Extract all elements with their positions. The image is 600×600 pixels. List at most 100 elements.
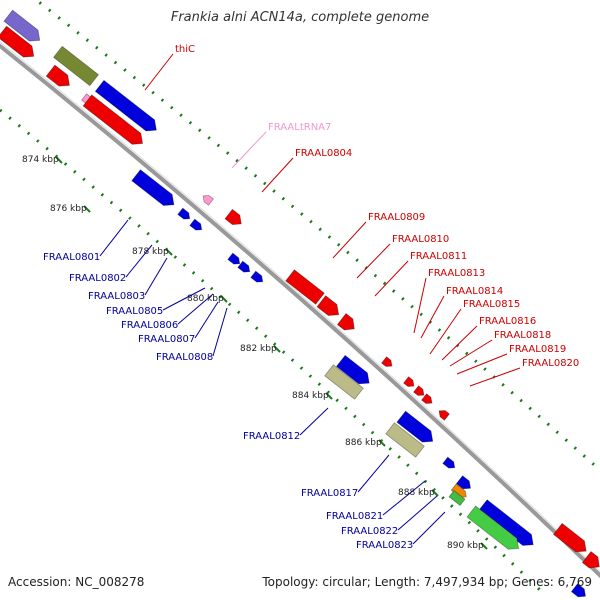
gene-blue-right-2 xyxy=(455,475,471,490)
gene-olive-0812-shape xyxy=(324,364,364,400)
tick-label-0: 874 kbp xyxy=(22,155,59,165)
reverse-label-1: FRAAL0802 xyxy=(69,273,126,284)
reverse-leader-8 xyxy=(357,454,390,493)
forward-leader-5 xyxy=(374,260,409,297)
gene-purple-top xyxy=(3,9,41,42)
forward-leader-2 xyxy=(261,157,294,193)
accession-label: Accession: NC_008278 xyxy=(8,575,145,589)
tick-label-3: 880 kbp xyxy=(187,294,224,304)
forward-label-4: FRAAL0810 xyxy=(392,234,449,245)
gene-blue-0808 xyxy=(335,354,370,385)
forward-label-2: FRAAL0804 xyxy=(295,148,352,159)
gene-blue-0803-shape xyxy=(189,218,203,231)
gene-green-0823 xyxy=(466,505,520,550)
gene-red-left-1 xyxy=(0,25,35,58)
reverse-label-6: FRAAL0808 xyxy=(156,352,213,363)
tick-mark-6 xyxy=(378,439,386,447)
tick-mark-4 xyxy=(273,345,281,353)
reverse-label-9: FRAAL0821 xyxy=(326,511,383,522)
gene-red-0810-shape xyxy=(316,295,340,316)
gene-blue-0807-shape xyxy=(250,270,264,283)
gene-blue-0802 xyxy=(177,207,191,220)
gene-red-big-shape xyxy=(82,94,144,145)
gene-red-0818 xyxy=(438,410,450,421)
gene-blue-0805 xyxy=(227,252,241,265)
reverse-leader-4 xyxy=(177,293,214,325)
gene-orange-0821-shape xyxy=(450,483,467,498)
gene-blue-0805-shape xyxy=(227,252,241,265)
gene-red-0804 xyxy=(224,208,242,226)
gene-pink-trna xyxy=(202,195,214,206)
reverse-leader-0 xyxy=(99,219,129,257)
reverse-leader-9 xyxy=(382,480,426,516)
forward-label-11: FRAAL0819 xyxy=(509,344,566,355)
reverse-label-4: FRAAL0806 xyxy=(121,320,178,331)
gene-red-edge xyxy=(581,550,600,569)
forward-label-5: FRAAL0811 xyxy=(410,251,467,262)
gene-blue-0807 xyxy=(250,270,264,283)
reverse-leader-6 xyxy=(212,307,228,357)
forward-leader-9 xyxy=(441,325,478,361)
gene-red-0815 xyxy=(413,385,425,396)
forward-label-1: FRAALtRNA7 xyxy=(268,122,331,133)
outer-scale-ring xyxy=(33,0,600,472)
forward-label-10: FRAAL0818 xyxy=(494,330,551,341)
gene-blue-0806-shape xyxy=(237,260,251,273)
tick-mark-7 xyxy=(431,489,439,497)
tick-label-5: 884 kbp xyxy=(292,391,329,401)
tick-label-2: 878 kbp xyxy=(132,247,169,257)
reverse-leader-2 xyxy=(144,257,168,296)
reverse-label-11: FRAAL0823 xyxy=(356,540,413,551)
forward-leader-11 xyxy=(456,353,508,375)
forward-leader-0 xyxy=(144,53,174,91)
gene-olive-0817 xyxy=(385,422,425,458)
gene-red-0813 xyxy=(381,356,393,367)
gene-red-left-2 xyxy=(45,64,70,87)
gene-blue-right-2-shape xyxy=(455,475,471,490)
forward-leader-3 xyxy=(332,221,367,259)
gene-blue-right-1 xyxy=(396,410,434,443)
reverse-label-7: FRAAL0812 xyxy=(243,431,300,442)
forward-label-7: FRAAL0814 xyxy=(446,286,503,297)
forward-leader-12 xyxy=(469,367,521,387)
gene-red-0811-shape xyxy=(336,312,355,331)
gene-red-0814-shape xyxy=(403,376,415,387)
gene-orange-0821 xyxy=(450,483,467,498)
forward-label-0: thiC xyxy=(175,44,195,55)
reverse-label-0: FRAAL0801 xyxy=(43,252,100,263)
reverse-label-5: FRAAL0807 xyxy=(138,334,195,345)
gene-blue-right-3-shape xyxy=(477,499,534,546)
forward-label-3: FRAAL0809 xyxy=(368,212,425,223)
gene-blue-top-shape xyxy=(94,79,157,132)
gene-green-0822-shape xyxy=(448,489,466,507)
gene-green-0822 xyxy=(448,489,466,507)
gene-blue-0801 xyxy=(131,169,175,206)
gene-red-0818-shape xyxy=(438,410,450,421)
gene-red-left-1-shape xyxy=(0,25,35,58)
gene-green-0823-shape xyxy=(466,505,520,550)
gene-blue-0817b xyxy=(442,456,456,469)
tick-label-1: 876 kbp xyxy=(50,204,87,214)
gene-red-0815-shape xyxy=(413,385,425,396)
reverse-leader-11 xyxy=(412,511,446,545)
reverse-label-8: FRAAL0817 xyxy=(301,488,358,499)
forward-leader-8 xyxy=(429,308,462,355)
gene-olive-0812 xyxy=(324,364,364,400)
genome-backbone xyxy=(0,43,600,579)
topology-label: Topology: circular; Length: 7,497,934 bp… xyxy=(262,575,592,589)
gene-olive-top-shape xyxy=(53,45,99,87)
gene-olive-top xyxy=(53,45,99,87)
reverse-label-10: FRAAL0822 xyxy=(341,526,398,537)
tick-label-7: 888 kbp xyxy=(398,488,435,498)
forward-label-12: FRAAL0820 xyxy=(522,358,579,369)
gene-red-0810 xyxy=(316,295,340,316)
tick-mark-5 xyxy=(325,392,333,400)
gene-blue-0806 xyxy=(237,260,251,273)
gene-blue-0801-shape xyxy=(131,169,175,206)
gene-red-bottom xyxy=(570,583,586,598)
gene-red-corner xyxy=(552,522,587,553)
tick-label-8: 890 kbp xyxy=(447,541,484,551)
gene-blue-0817b-shape xyxy=(442,456,456,469)
gene-red-0813-shape xyxy=(381,356,393,367)
reverse-leader-3 xyxy=(162,287,206,311)
